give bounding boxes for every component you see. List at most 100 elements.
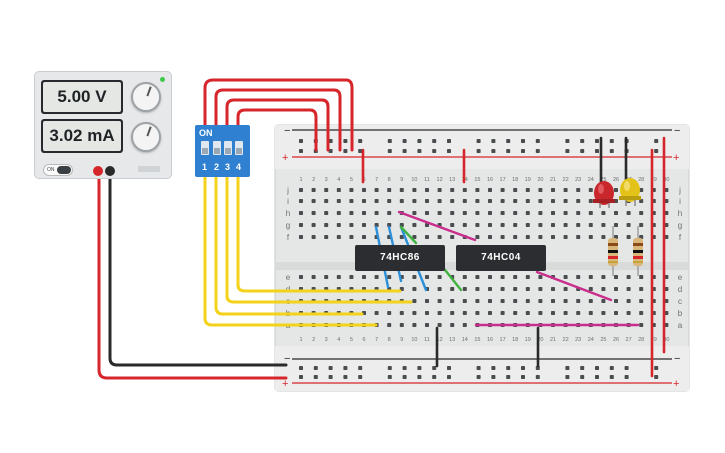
resistor-2[interactable] <box>633 226 643 276</box>
hole[interactable] <box>639 323 644 327</box>
hole[interactable] <box>654 139 659 143</box>
hole[interactable] <box>538 199 543 203</box>
hole[interactable] <box>576 211 581 215</box>
hole[interactable] <box>399 199 404 203</box>
hole[interactable] <box>412 188 417 192</box>
hole[interactable] <box>513 235 518 239</box>
hole[interactable] <box>488 275 492 279</box>
hole[interactable] <box>374 275 379 279</box>
hole[interactable] <box>664 323 669 327</box>
hole[interactable] <box>601 223 606 227</box>
hole[interactable] <box>299 199 303 203</box>
hole[interactable] <box>425 188 429 192</box>
hole[interactable] <box>500 275 505 279</box>
hole[interactable] <box>311 199 316 203</box>
hole[interactable] <box>500 299 505 303</box>
hole[interactable] <box>639 299 644 303</box>
hole[interactable] <box>639 188 644 192</box>
positive-terminal[interactable] <box>93 166 103 176</box>
hole[interactable] <box>664 287 669 291</box>
hole[interactable] <box>349 275 354 279</box>
hole[interactable] <box>412 287 417 291</box>
hole[interactable] <box>513 188 518 192</box>
hole[interactable] <box>551 211 555 215</box>
hole[interactable] <box>525 287 530 291</box>
hole[interactable] <box>475 275 480 279</box>
hole[interactable] <box>500 287 505 291</box>
hole[interactable] <box>563 199 568 203</box>
hole[interactable] <box>374 188 379 192</box>
hole[interactable] <box>387 275 392 279</box>
hole[interactable] <box>476 149 481 153</box>
hole[interactable] <box>362 223 366 227</box>
hole[interactable] <box>412 235 417 239</box>
hole[interactable] <box>425 323 429 327</box>
hole[interactable] <box>565 149 570 153</box>
hole[interactable] <box>412 299 417 303</box>
hole[interactable] <box>513 299 518 303</box>
hole[interactable] <box>525 211 530 215</box>
hole[interactable] <box>614 223 618 227</box>
hole[interactable] <box>654 149 659 153</box>
hole[interactable] <box>349 199 354 203</box>
hole[interactable] <box>488 311 492 315</box>
hole[interactable] <box>432 149 437 153</box>
hole[interactable] <box>563 311 568 315</box>
hole[interactable] <box>399 311 404 315</box>
hole[interactable] <box>580 375 585 379</box>
hole[interactable] <box>601 235 606 239</box>
hole[interactable] <box>402 149 407 153</box>
hole[interactable] <box>513 223 518 227</box>
hole[interactable] <box>664 311 669 315</box>
hole[interactable] <box>576 235 581 239</box>
hole[interactable] <box>576 299 581 303</box>
hole[interactable] <box>311 223 316 227</box>
hole[interactable] <box>626 211 631 215</box>
hole[interactable] <box>412 223 417 227</box>
hole[interactable] <box>475 211 480 215</box>
hole[interactable] <box>525 223 530 227</box>
hole[interactable] <box>343 149 348 153</box>
dip-switch-4[interactable] <box>235 141 243 155</box>
hole[interactable] <box>551 299 555 303</box>
hole[interactable] <box>299 275 303 279</box>
hole[interactable] <box>417 139 422 143</box>
hole[interactable] <box>565 139 570 143</box>
hole[interactable] <box>624 366 629 370</box>
hole[interactable] <box>358 366 363 370</box>
hole[interactable] <box>525 311 530 315</box>
hole[interactable] <box>462 323 467 327</box>
hole[interactable] <box>362 275 366 279</box>
hole[interactable] <box>639 223 644 227</box>
current-knob[interactable] <box>131 122 161 152</box>
hole[interactable] <box>349 188 354 192</box>
hole[interactable] <box>412 211 417 215</box>
hole[interactable] <box>437 299 442 303</box>
hole[interactable] <box>609 375 614 379</box>
hole[interactable] <box>432 366 437 370</box>
hole[interactable] <box>462 188 467 192</box>
hole[interactable] <box>476 375 481 379</box>
hole[interactable] <box>475 199 480 203</box>
hole[interactable] <box>500 188 505 192</box>
hole[interactable] <box>425 299 429 303</box>
hole[interactable] <box>447 139 451 143</box>
led-red[interactable] <box>593 181 615 208</box>
hole[interactable] <box>664 235 669 239</box>
hole[interactable] <box>491 375 496 379</box>
hole[interactable] <box>437 235 442 239</box>
hole[interactable] <box>313 375 318 379</box>
hole[interactable] <box>447 149 451 153</box>
hole[interactable] <box>500 235 505 239</box>
hole[interactable] <box>336 188 341 192</box>
hole[interactable] <box>387 375 392 379</box>
hole[interactable] <box>475 223 480 227</box>
hole[interactable] <box>626 299 631 303</box>
hole[interactable] <box>311 235 316 239</box>
hole[interactable] <box>462 199 467 203</box>
hole[interactable] <box>538 287 543 291</box>
hole[interactable] <box>488 299 492 303</box>
hole[interactable] <box>513 199 518 203</box>
hole[interactable] <box>601 287 606 291</box>
